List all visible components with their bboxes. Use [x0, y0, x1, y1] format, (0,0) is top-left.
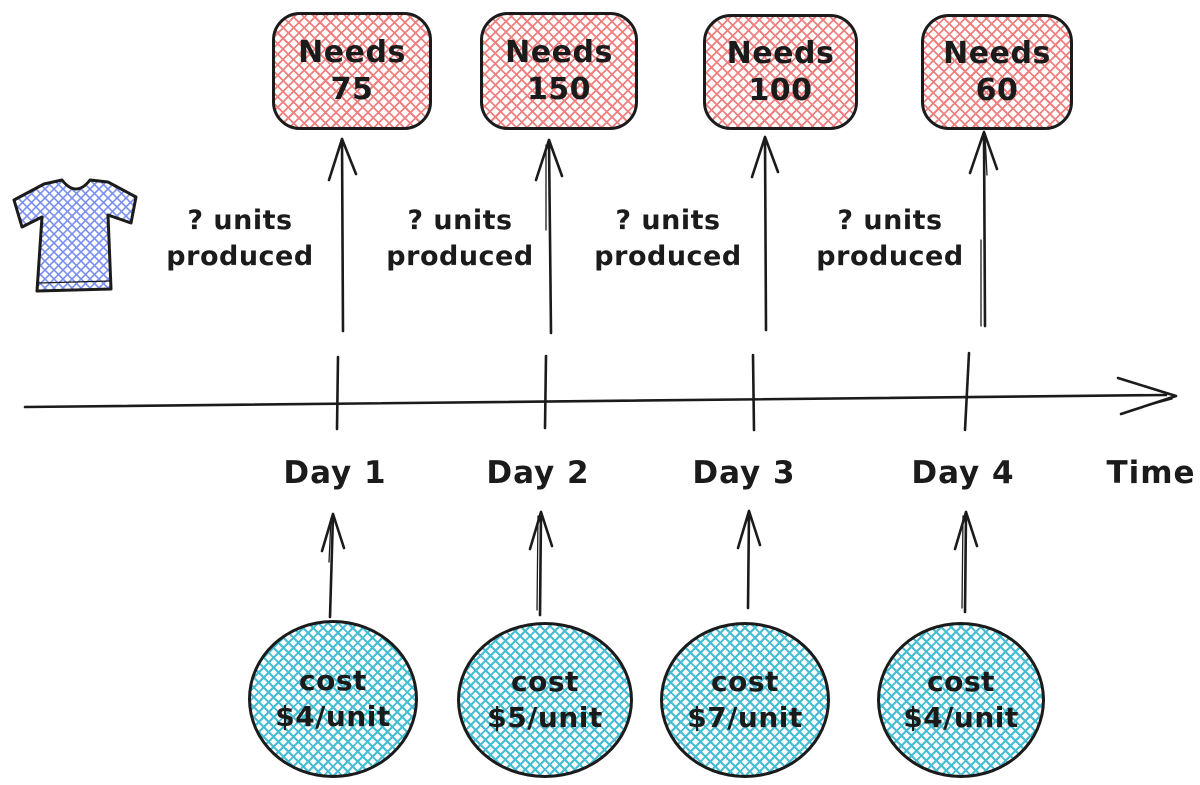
produced-label-day-4: ? units produced — [805, 203, 975, 275]
needs-box-title: Needs — [298, 34, 406, 70]
cost-circle-day-2: cost $5/unit — [457, 622, 633, 778]
cost-circle-value: $7/unit — [687, 701, 803, 734]
cost-arrow-day-1 — [320, 512, 346, 619]
demand-arrow-day-3 — [750, 135, 780, 332]
produced-label-line2: produced — [386, 240, 534, 272]
needs-box-title: Needs — [943, 35, 1051, 71]
needs-box-day-1: Needs 75 — [272, 12, 432, 130]
tick-day-3 — [751, 353, 756, 432]
produced-label-line1: ? units — [837, 205, 943, 236]
produced-label-day-1: ? units produced — [155, 203, 325, 275]
produced-label-day-2: ? units produced — [375, 203, 545, 275]
cost-circle-title: cost — [927, 664, 995, 698]
produced-label-line1: ? units — [615, 205, 721, 236]
cost-arrow-day-4 — [953, 510, 979, 614]
demand-arrow-day-1 — [327, 137, 358, 333]
cost-circle-day-4: cost $4/unit — [877, 622, 1045, 778]
cost-arrow-day-3 — [736, 509, 762, 610]
cost-circle-title: cost — [511, 664, 579, 698]
demand-arrow-day-4 — [968, 130, 999, 328]
needs-box-day-4: Needs 60 — [921, 14, 1073, 130]
cost-circle-value: $4/unit — [275, 700, 391, 733]
tshirt-shape — [12, 178, 138, 293]
axis-line — [23, 393, 1168, 409]
day-label-1: Day 1 — [283, 455, 387, 491]
demand-arrow-day-2 — [534, 138, 564, 335]
timeline-axis — [23, 376, 1178, 416]
needs-box-value: 150 — [526, 72, 592, 107]
day-label-4: Day 4 — [911, 455, 1015, 491]
produced-label-line2: produced — [816, 240, 964, 272]
needs-box-value: 100 — [748, 73, 813, 108]
cost-circle-value: $5/unit — [487, 701, 603, 734]
needs-box-day-2: Needs 150 — [480, 12, 638, 130]
cost-circle-title: cost — [711, 664, 779, 698]
tick-day-4 — [963, 351, 971, 432]
needs-box-value: 75 — [330, 72, 374, 107]
produced-label-line1: ? units — [187, 205, 293, 236]
cost-arrows — [320, 509, 979, 619]
tshirt-icon — [12, 178, 138, 293]
produced-label-line2: produced — [166, 240, 314, 272]
needs-box-title: Needs — [505, 34, 613, 70]
cost-arrow-day-2 — [528, 510, 554, 617]
cost-circle-day-1: cost $4/unit — [248, 620, 418, 778]
cost-circle-value: $4/unit — [903, 701, 1019, 734]
needs-box-value: 60 — [975, 73, 1019, 108]
tick-day-1 — [335, 355, 340, 431]
produced-label-line2: produced — [594, 240, 742, 272]
produced-label-line1: ? units — [407, 205, 513, 236]
produced-label-day-3: ? units produced — [583, 203, 753, 275]
tshirt-hem-line — [38, 280, 111, 284]
cost-circle-title: cost — [299, 663, 367, 697]
axis-arrowhead-sketch — [1130, 398, 1173, 411]
demand-arrows — [327, 130, 999, 335]
tick-day-2 — [543, 354, 548, 430]
tick-marks — [335, 351, 971, 432]
day-label-3: Day 3 — [692, 455, 796, 491]
day-label-2: Day 2 — [486, 455, 590, 491]
needs-box-day-3: Needs 100 — [703, 14, 858, 130]
time-axis-label: Time — [1106, 455, 1196, 491]
needs-box-title: Needs — [726, 35, 835, 71]
cost-circle-day-3: cost $7/unit — [660, 622, 830, 778]
